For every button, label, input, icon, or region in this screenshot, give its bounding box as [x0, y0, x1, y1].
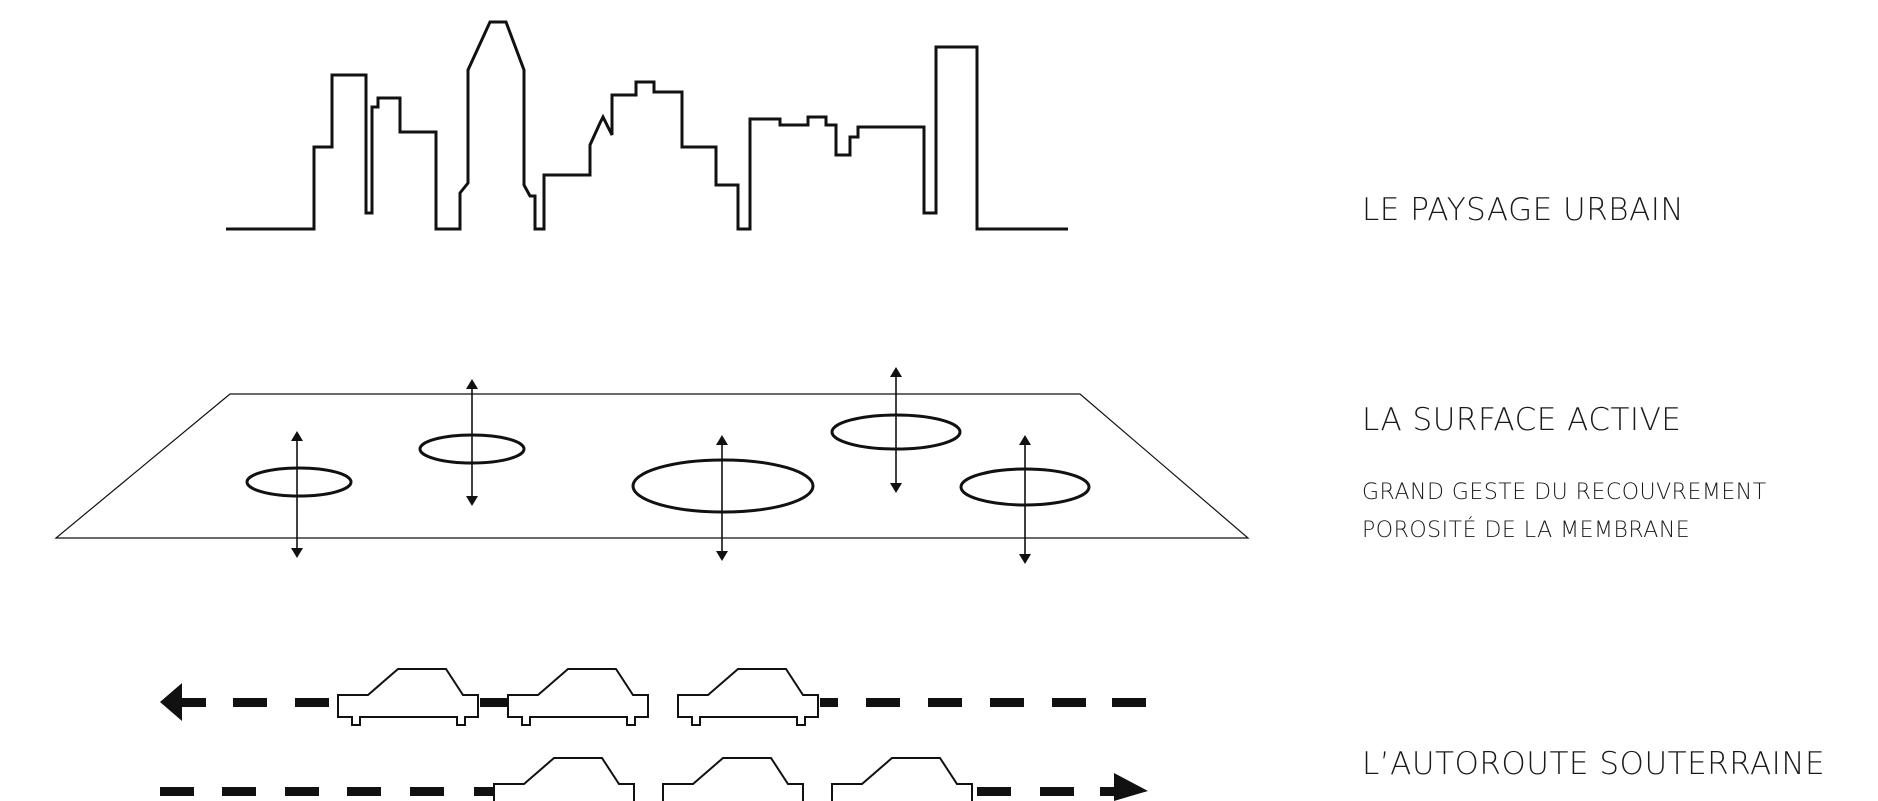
opening-4: [830, 367, 962, 493]
car-1: [337, 668, 479, 726]
car-2: [507, 668, 649, 726]
title-active-surface: LA SURFACE ACTIVE: [1362, 402, 1682, 438]
opening-5: [959, 435, 1091, 564]
opening-1: [245, 431, 353, 558]
arrow-left-icon: [160, 683, 182, 721]
lane-eastbound: [160, 773, 1148, 801]
lane-westbound: [160, 683, 1146, 721]
cars-on-highway-icon: [160, 668, 1148, 801]
city-skyline-icon: [226, 20, 1068, 231]
subtitle-membrane-porosity: POROSITÉ DE LA MEMBRANE: [1362, 518, 1691, 543]
perforated-membrane-icon: [54, 367, 1250, 564]
opening-2: [418, 379, 526, 506]
car-3: [677, 668, 819, 726]
arrow-right-icon: [1114, 773, 1148, 801]
title-underground-highway: L’AUTOROUTE SOUTERRAINE: [1362, 746, 1826, 782]
opening-3: [631, 435, 815, 561]
car-5: [662, 757, 804, 801]
title-urban-landscape: LE PAYSAGE URBAIN: [1362, 192, 1685, 228]
subtitle-grand-gesture: GRAND GESTE DU RECOUVREMENT: [1362, 480, 1767, 505]
car-4: [493, 757, 635, 801]
car-6: [831, 757, 973, 801]
membrane-plane: [54, 393, 1250, 539]
